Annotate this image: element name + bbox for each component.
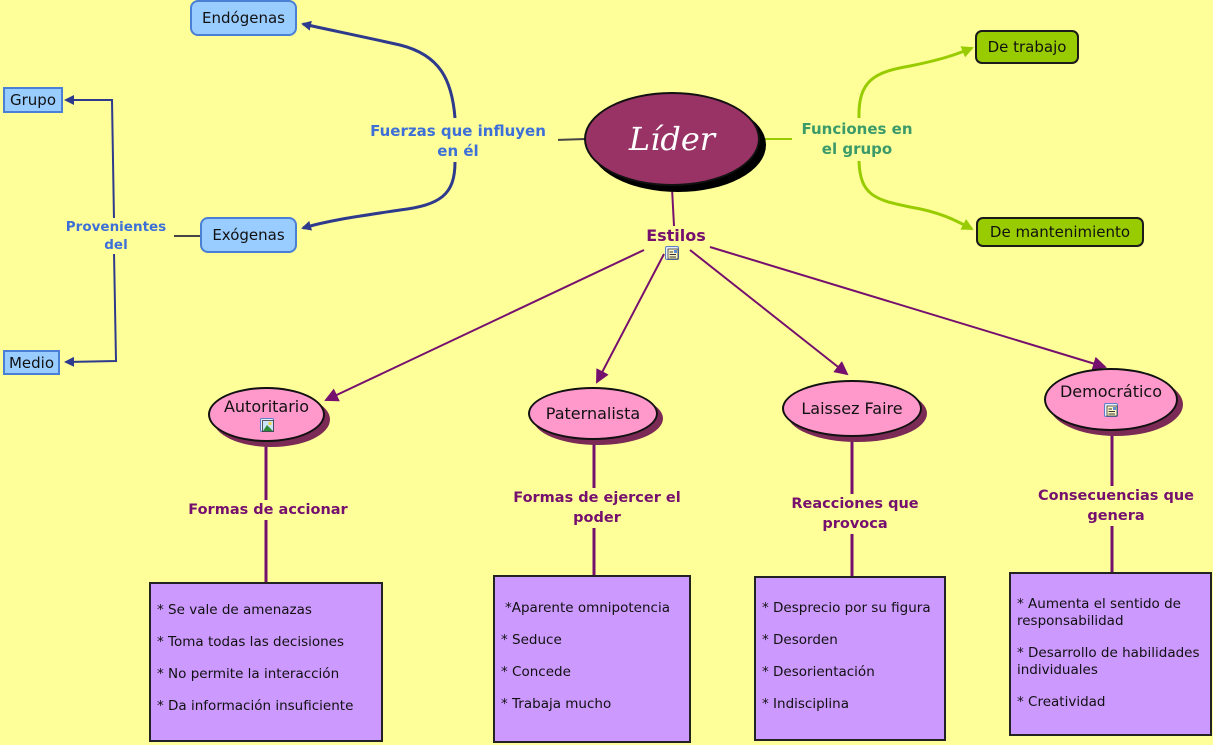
- linking-phrase-consecuencias[interactable]: Consecuencias que genera: [1022, 486, 1210, 526]
- box-democratico[interactable]: * Aumenta el sentido de responsabilidad …: [1009, 572, 1212, 736]
- node-laissez-faire[interactable]: Laissez Faire: [782, 380, 922, 437]
- link-funciones-mantenimiento: [857, 160, 974, 231]
- list-item: * Toma todas las decisiones: [157, 634, 345, 650]
- link-provenientes-medio: [64, 251, 118, 367]
- list-item: * Aumenta el sentido de responsabilidad: [1017, 596, 1181, 629]
- node-paternalista-label: Paternalista: [545, 404, 641, 423]
- list-item: * Trabaja mucho: [501, 696, 612, 712]
- link-estilos-democratico: [709, 246, 1107, 371]
- node-de-mantenimiento-label: De mantenimiento: [989, 223, 1131, 241]
- list-item: * Desorientación: [762, 664, 875, 680]
- node-democratico[interactable]: Democrático: [1044, 368, 1178, 431]
- link-estilos-autoritario: [324, 249, 645, 402]
- linking-phrase-estilos[interactable]: Estilos: [636, 226, 716, 246]
- node-de-trabajo-label: De trabajo: [987, 38, 1067, 56]
- list-item: * Da información insuficiente: [157, 698, 354, 714]
- list-item: * Indisciplina: [762, 696, 850, 712]
- node-autoritario[interactable]: Autoritario: [208, 387, 325, 442]
- node-endogenas-label: Endógenas: [202, 9, 285, 27]
- box-paternalista[interactable]: *Aparente omnipotencia * Seduce * Conced…: [493, 575, 691, 743]
- list-item: *Aparente omnipotencia: [505, 600, 670, 616]
- list-item: * Seduce: [501, 632, 562, 648]
- node-lider-label: Líder: [628, 120, 716, 158]
- document-icon[interactable]: [665, 246, 679, 260]
- node-exogenas-label: Exógenas: [212, 226, 285, 244]
- node-exogenas[interactable]: Exógenas: [200, 217, 297, 253]
- link-fuerzas-exogenas: [301, 161, 457, 231]
- linking-phrase-provenientes[interactable]: Provenientes del: [58, 218, 174, 254]
- node-de-mantenimiento[interactable]: De mantenimiento: [976, 217, 1144, 247]
- node-lider[interactable]: Líder: [584, 92, 760, 186]
- node-endogenas[interactable]: Endógenas: [190, 0, 297, 36]
- list-item: * No permite la interacción: [157, 666, 340, 682]
- image-icon[interactable]: [259, 418, 274, 432]
- link-estilos-laissez: [689, 249, 849, 376]
- node-paternalista[interactable]: Paternalista: [528, 387, 658, 440]
- node-grupo[interactable]: Grupo: [3, 87, 63, 113]
- node-medio-label: Medio: [8, 353, 55, 372]
- linking-phrase-fuerzas[interactable]: Fuerzas que influyen en él: [358, 121, 558, 161]
- box-laissez-faire[interactable]: * Desprecio por su figura * Desorden * D…: [754, 576, 946, 741]
- list-item: * Desorden: [762, 632, 838, 648]
- list-item: * Creatividad: [1017, 694, 1106, 710]
- node-grupo-label: Grupo: [10, 91, 56, 109]
- list-item: * Concede: [501, 664, 571, 680]
- linking-phrase-funciones[interactable]: Funciones en el grupo: [792, 119, 922, 159]
- node-de-trabajo[interactable]: De trabajo: [975, 30, 1079, 64]
- box-autoritario[interactable]: * Se vale de amenazas * Toma todas las d…: [149, 582, 383, 742]
- link-lider-estilos: [671, 187, 675, 227]
- linking-phrase-reacciones[interactable]: Reacciones que provoca: [774, 494, 936, 534]
- node-autoritario-label: Autoritario: [223, 397, 310, 416]
- list-item: * Se vale de amenazas: [157, 602, 312, 618]
- link-funciones-trabajo: [857, 46, 974, 119]
- link-provenientes-grupo: [64, 95, 115, 221]
- node-laissez-faire-label: Laissez Faire: [801, 399, 903, 418]
- link-lider-fuerzas: [554, 138, 587, 141]
- link-estilos-paternalista: [596, 253, 665, 384]
- link-fuerzas-endogenas: [301, 20, 457, 119]
- document-icon[interactable]: [1104, 403, 1118, 417]
- node-medio[interactable]: Medio: [3, 350, 60, 375]
- node-democratico-label: Democrático: [1059, 382, 1163, 401]
- linking-phrase-formas-accionar[interactable]: Formas de accionar: [172, 500, 364, 520]
- list-item: * Desprecio por su figura: [762, 600, 931, 616]
- linking-phrase-formas-ejercer[interactable]: Formas de ejercer el poder: [506, 488, 688, 528]
- list-item: * Desarrollo de habilidades individuales: [1017, 645, 1200, 678]
